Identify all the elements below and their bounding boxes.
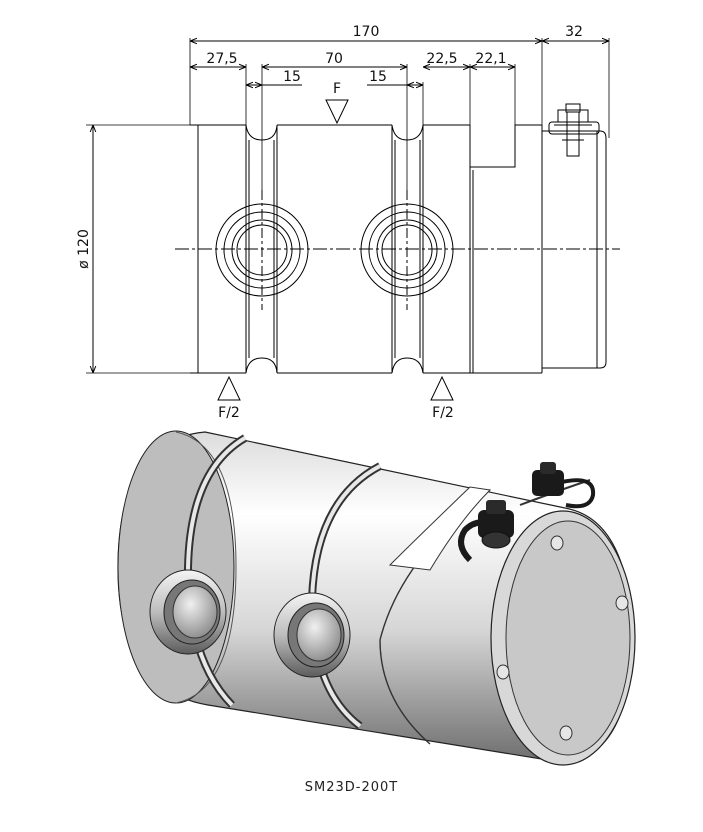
dim-22-5-label: 22,5 xyxy=(426,51,457,67)
dim-27-5-label: 27,5 xyxy=(206,51,237,67)
notch xyxy=(469,124,542,168)
dim-70-label: 70 xyxy=(325,51,343,67)
dim-32-label: 32 xyxy=(565,24,583,40)
connector-body xyxy=(478,510,514,538)
dim-15-right-label: 15 xyxy=(369,69,387,85)
notch-3d xyxy=(388,486,492,571)
isometric-render xyxy=(117,430,636,766)
support-arrow-right xyxy=(430,375,454,401)
screw-icon xyxy=(550,535,564,551)
support-arrow-left xyxy=(217,375,241,401)
side-view xyxy=(86,38,620,401)
screw-icon xyxy=(559,725,573,741)
dim-170-label: 170 xyxy=(353,24,380,40)
cap-screws xyxy=(496,535,629,741)
connector-side xyxy=(548,103,600,157)
groove-2-bottom xyxy=(391,357,424,374)
dim-22-1-label: 22,1 xyxy=(475,51,506,67)
groove-2-top xyxy=(391,124,424,141)
dim-15-left-label: 15 xyxy=(283,69,301,85)
load-top-label: F xyxy=(333,81,341,97)
screw-icon xyxy=(615,595,629,611)
groove-1-top xyxy=(245,124,278,141)
pin-hole-3d-2 xyxy=(273,592,351,678)
connector-cap xyxy=(532,470,564,496)
support-left-label: F/2 xyxy=(218,405,240,421)
connector-3d xyxy=(458,462,596,563)
model-label: SM23D-200T xyxy=(304,780,399,795)
end-cap-outline xyxy=(542,130,607,369)
load-arrow-top xyxy=(325,99,349,125)
groove-1-bottom xyxy=(245,357,278,374)
left-end-face xyxy=(117,430,235,704)
screw-icon xyxy=(496,664,510,680)
dim-diameter-label: ø 120 xyxy=(76,229,92,269)
support-right-label: F/2 xyxy=(432,405,454,421)
pin-hole-3d-1 xyxy=(149,569,227,655)
end-cap-face xyxy=(505,520,631,756)
